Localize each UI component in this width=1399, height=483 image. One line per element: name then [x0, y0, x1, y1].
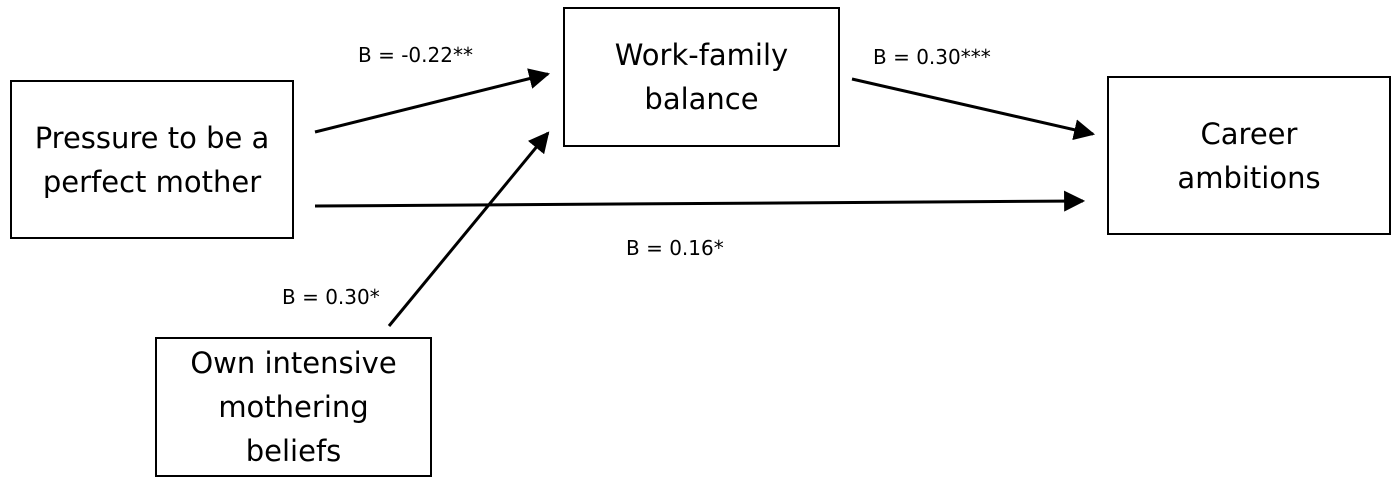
- node-pressure-label: Pressure to be a perfect mother: [34, 120, 270, 199]
- arrow-balance-to-career: [851, 77, 1096, 141]
- coef-beliefs-to-balance: B = 0.30*: [282, 285, 380, 309]
- coef-pressure-to-career: B = 0.16*: [626, 236, 724, 260]
- coef-pressure-to-balance: B = -0.22**: [358, 43, 473, 67]
- node-balance-label: Work-family balance: [614, 38, 789, 116]
- node-career-ambitions: Career ambitions: [1107, 76, 1391, 235]
- node-work-family-balance: Work-family balance: [563, 7, 840, 147]
- node-career-label: Career ambitions: [1177, 116, 1321, 195]
- node-pressure-to-be-perfect-mother: Pressure to be a perfect mother: [10, 80, 294, 239]
- arrow-pressure-to-career: [314, 190, 1086, 212]
- coef-balance-to-career: B = 0.30***: [873, 45, 991, 69]
- node-beliefs-label: Own intensive mothering beliefs: [190, 346, 397, 468]
- arrow-beliefs-to-balance: [387, 131, 550, 327]
- arrow-pressure-to-balance: [314, 68, 551, 134]
- node-own-intensive-mothering-beliefs: Own intensive mothering beliefs: [155, 337, 432, 477]
